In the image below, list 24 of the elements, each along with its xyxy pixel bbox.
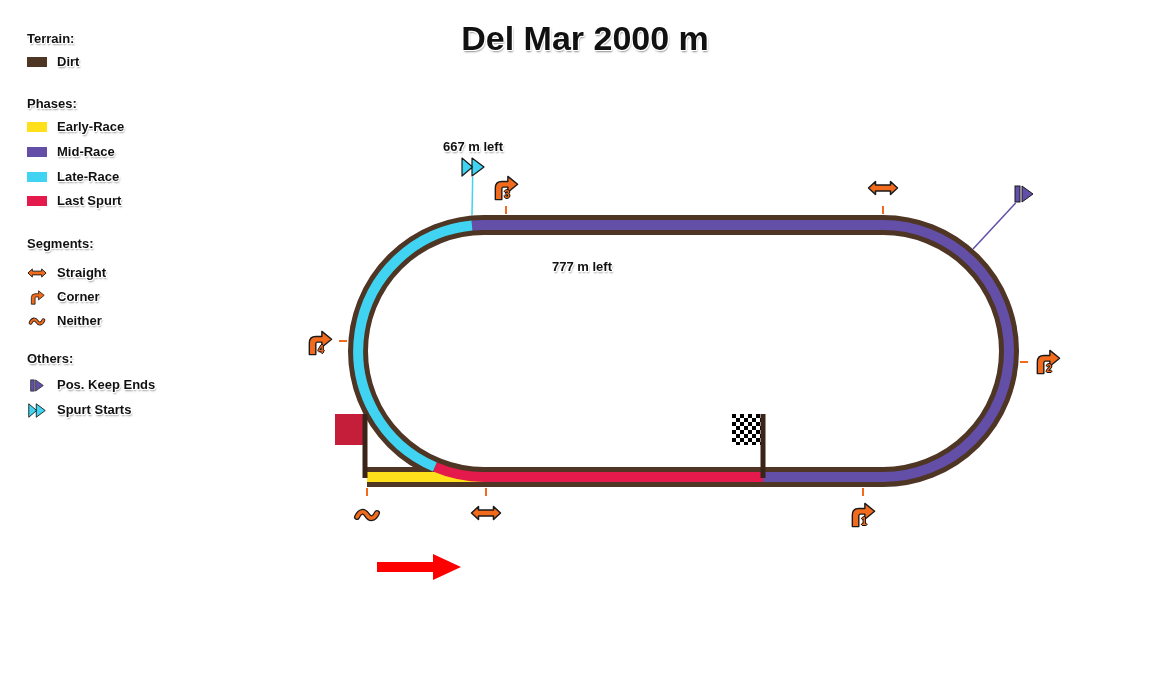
leader-line xyxy=(471,176,474,216)
legend-label: Corner xyxy=(57,289,100,305)
legend-label: Dirt xyxy=(57,54,80,70)
distance-label: 777 m left xyxy=(552,259,612,275)
legend-heading: Others: xyxy=(27,351,74,367)
leader-line xyxy=(972,202,1017,250)
title: Del Mar 2000 m xyxy=(461,18,709,58)
legend-heading: Segments: xyxy=(27,236,94,252)
legend-heading: Terrain: xyxy=(27,31,75,47)
step-forward-icon xyxy=(1014,185,1034,203)
legend-label: Last Spurt xyxy=(57,193,122,209)
legend-label: Straight xyxy=(57,265,107,281)
legend-label: Early-Race xyxy=(57,119,125,135)
legend-label: Spurt Starts xyxy=(57,402,132,418)
corner-number: 3 xyxy=(504,189,510,200)
legend-heading: Phases: xyxy=(27,96,77,112)
legend-label: Neither xyxy=(57,313,102,329)
distance-label: 667 m left xyxy=(443,139,503,155)
legend-label: Mid-Race xyxy=(57,144,115,160)
legend-label: Pos. Keep Ends xyxy=(57,377,156,393)
legend-label: Late-Race xyxy=(57,169,120,185)
corner-number: 1 xyxy=(861,516,867,527)
corner-number: 2 xyxy=(1046,363,1052,374)
corner-number: 4 xyxy=(318,344,324,355)
